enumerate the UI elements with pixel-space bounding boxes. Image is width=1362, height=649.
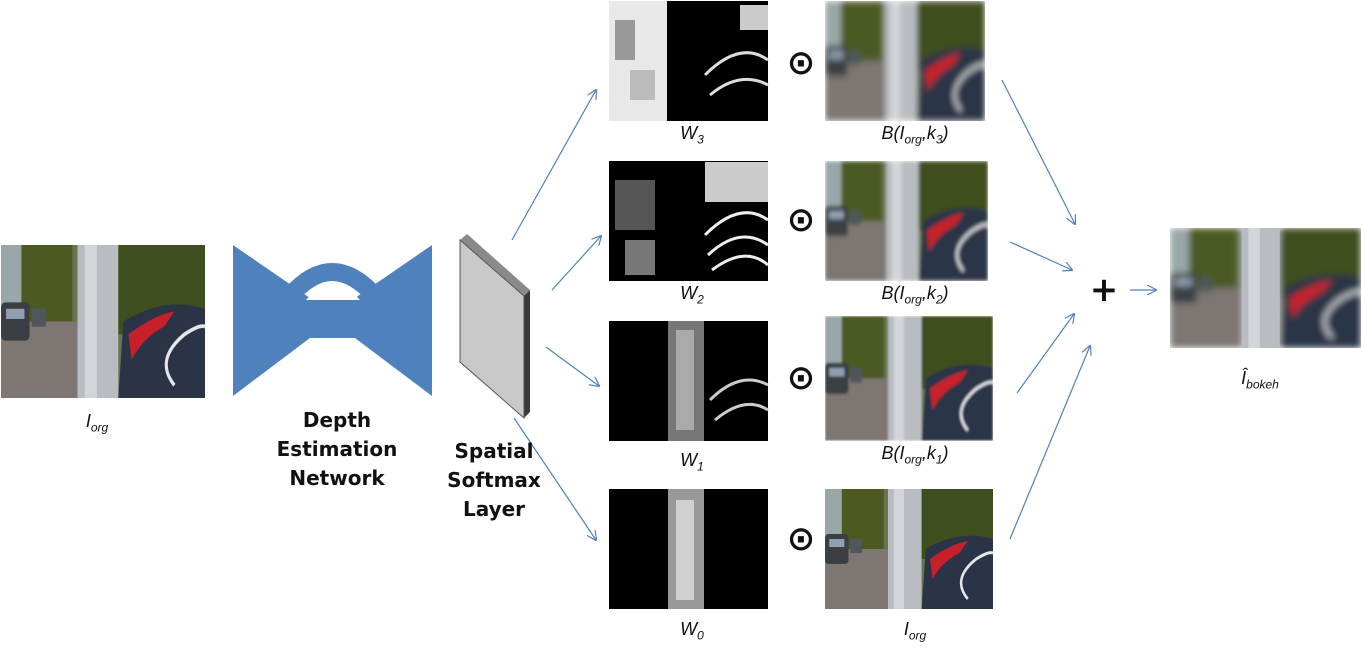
depth-estimation-network-shape <box>233 245 432 396</box>
blur-label-k2: B(Iorg,k2) <box>881 283 949 307</box>
blurred-image-k2 <box>825 161 988 281</box>
weight-label-w2: W2 <box>680 283 704 307</box>
hadamard-operator-2: ⊙ <box>786 200 816 240</box>
arrow-k2-to-sum <box>1009 241 1072 270</box>
blur-label-k1: B(Iorg,k1) <box>881 443 949 467</box>
blur-label-k3: B(Iorg,k3) <box>881 123 949 147</box>
softmax-label: Spatial Softmax Layer <box>447 439 541 521</box>
arrow-softmax-to-w1 <box>545 346 599 386</box>
hadamard-operator-3: ⊙ <box>786 358 816 398</box>
weight-map-w1 <box>609 321 769 441</box>
original-label-bottom: Iorg <box>903 619 927 643</box>
arrow-org-to-sum <box>1009 346 1090 540</box>
network-label: Depth Estimation Network <box>276 408 398 490</box>
blurred-image-k3 <box>825 1 986 121</box>
blurred-image-k1 <box>825 316 994 441</box>
original-image-copy <box>825 489 994 609</box>
arrow-softmax-to-w2 <box>551 236 601 291</box>
output-label: Îbokeh <box>1241 368 1279 392</box>
input-image <box>1 245 205 398</box>
weight-label-w3: W3 <box>680 123 704 147</box>
input-label: Iorg <box>85 411 109 435</box>
weight-map-w3 <box>609 1 769 121</box>
arrows <box>511 79 1156 540</box>
weight-map-w2 <box>609 161 769 281</box>
arrow-softmax-to-w0 <box>513 417 596 540</box>
softmax-layer-shape <box>459 234 530 420</box>
weight-map-w0 <box>609 489 768 609</box>
output-bokeh-image <box>1170 228 1362 348</box>
arrow-k3-to-sum <box>1001 79 1075 224</box>
arrow-softmax-to-w3 <box>511 90 596 241</box>
sum-operator: + <box>1089 270 1119 310</box>
hadamard-operator-1: ⊙ <box>786 43 816 83</box>
weight-label-w1: W1 <box>680 450 704 474</box>
arrow-k1-to-sum <box>1016 314 1074 394</box>
hadamard-operator-4: ⊙ <box>786 519 816 559</box>
weight-label-w0: W0 <box>680 619 704 643</box>
